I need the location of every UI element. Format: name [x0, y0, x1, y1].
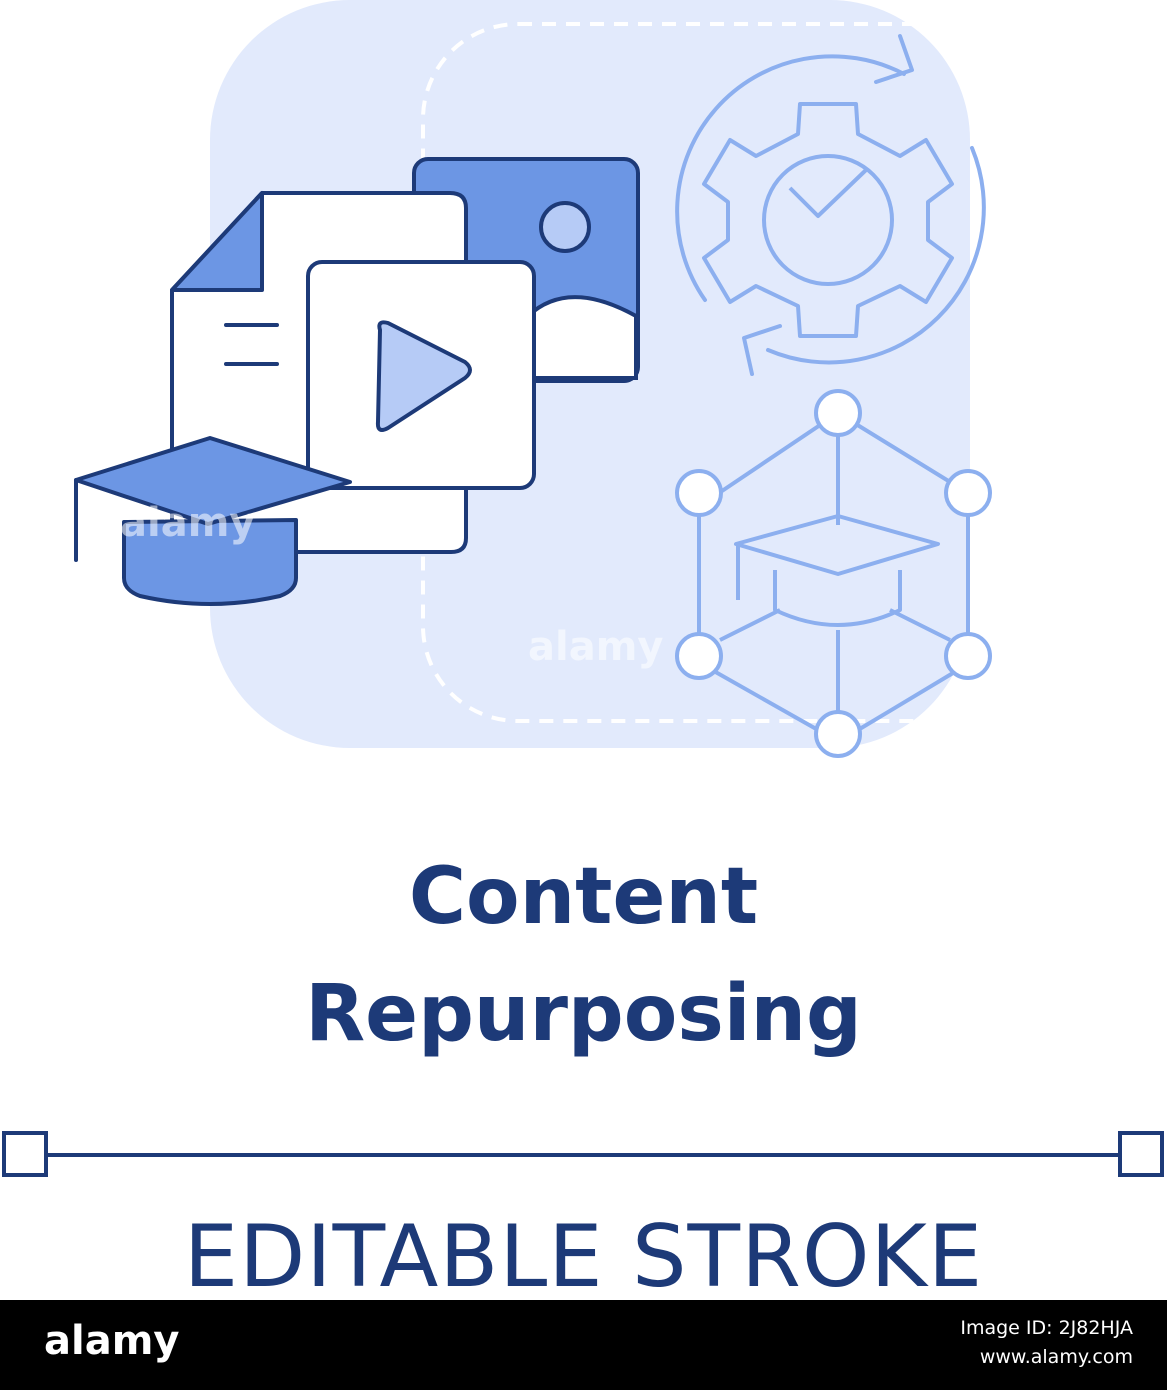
watermark-brand-middle: alamy [528, 624, 664, 670]
right-stroke-handle [1118, 1131, 1164, 1177]
watermark-meta: Image ID: 2J82HJA www.alamy.com [960, 1314, 1133, 1373]
site-url-text: www.alamy.com [979, 1346, 1133, 1369]
image-id-text: Image ID: 2J82HJA [960, 1317, 1133, 1339]
editable-stroke-label: EDITABLE STROKE [183, 1207, 984, 1307]
gear-check-icon [702, 102, 954, 338]
graduation-cap-icon [74, 436, 352, 606]
editable-stroke-line [2, 1131, 1164, 1177]
title-line-2: Repurposing [305, 969, 862, 1059]
video-play-icon [306, 260, 536, 490]
watermark-footer-bar: alamy Image ID: 2J82HJA www.alamy.com [0, 1300, 1167, 1390]
watermark-brand-logo: alamy [44, 1318, 180, 1364]
title-line-1: Content [408, 852, 759, 942]
left-stroke-handle [2, 1131, 48, 1177]
watermark-brand-top: alamy [120, 500, 256, 546]
network-cube-cap-icon [675, 389, 992, 758]
refresh-arrows-icon [675, 34, 986, 376]
